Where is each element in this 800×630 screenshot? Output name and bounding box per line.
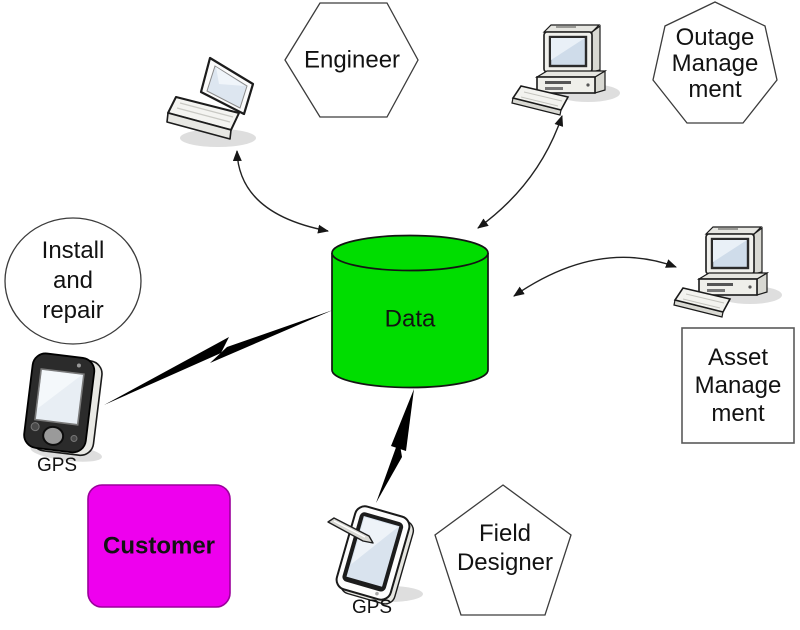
gps-handheld-label: GPS: [36, 455, 78, 476]
lightning-bolt-gps-data: [104, 310, 333, 405]
gps-handheld-icon: [23, 352, 103, 462]
field-designer-label: Field Designer: [456, 520, 554, 576]
lightning-bolt-data-tablet: [376, 389, 414, 503]
data-cylinder: [331, 234, 489, 389]
asset-management-rectangle: [681, 327, 795, 444]
outage-management-heptagon: [652, 1, 778, 124]
gps-tablet-label: GPS: [351, 597, 393, 618]
desktop-computer-icon-top: [510, 23, 622, 117]
connector-laptop-data: [232, 150, 329, 234]
outage-management-label: Outage Manage ment: [671, 24, 759, 103]
customer-rectangle: [87, 484, 231, 608]
asset-management-label: Asset Manage ment: [694, 344, 782, 427]
connector-workstation-top-data: [477, 115, 564, 229]
laptop-icon: [166, 56, 256, 147]
field-designer-pentagon: [434, 484, 572, 616]
install-and-repair-circle: [4, 217, 142, 345]
engineer-hexagon: [284, 2, 419, 118]
gps-tablet-icon: [327, 505, 423, 605]
desktop-computer-icon-right: [672, 225, 784, 319]
connector-data-workstation-right: [513, 256, 677, 297]
customer-label: Customer: [102, 532, 216, 560]
data-hub-label: Data: [384, 305, 436, 333]
engineer-label: Engineer: [303, 46, 401, 74]
install-and-repair-label: Install and repair: [41, 237, 105, 324]
